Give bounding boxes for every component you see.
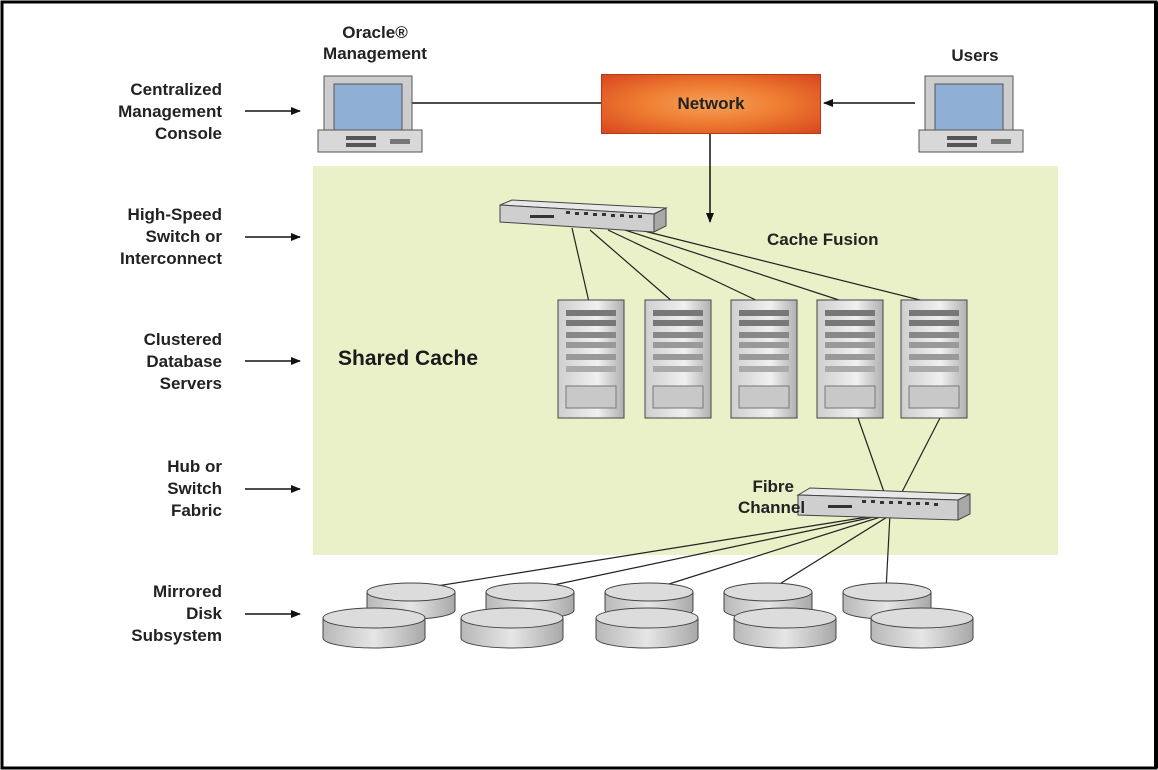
disk-front-2-icon xyxy=(460,607,564,649)
disk-front-3-icon xyxy=(595,607,699,649)
cache-fusion-label: Cache Fusion xyxy=(767,230,879,249)
database-server-3-icon xyxy=(730,299,798,419)
fibre-channel-switch-icon xyxy=(796,487,971,521)
fibre-channel-label: Fibre Channel xyxy=(738,477,806,517)
database-server-4-icon xyxy=(816,299,884,419)
database-server-1-icon xyxy=(557,299,625,419)
users-computer-icon xyxy=(918,75,1024,153)
side-label-interconnect: High-Speed Switch or Interconnect xyxy=(119,205,222,268)
database-server-2-icon xyxy=(644,299,712,419)
network-box: Network xyxy=(601,74,821,134)
users-label: Users xyxy=(951,46,999,65)
disk-front-4-icon xyxy=(733,607,837,649)
interconnect-links xyxy=(571,227,929,303)
side-label-disks: Mirrored Disk Subsystem xyxy=(131,582,222,645)
side-label-console: Centralized Management Console xyxy=(118,80,222,143)
management-computer-icon xyxy=(317,75,423,153)
side-label-fabric: Hub or Switch Fabric xyxy=(167,457,222,520)
disk-front-1-icon xyxy=(322,607,426,649)
fibre-links xyxy=(857,417,941,493)
disk-front-5-icon xyxy=(870,607,974,649)
database-server-5-icon xyxy=(900,299,968,419)
shared-cache-label: Shared Cache xyxy=(338,347,479,370)
disk-links xyxy=(411,513,893,591)
oracle-management-label: Oracle® Management xyxy=(323,23,427,63)
side-label-servers: Clustered Database Servers xyxy=(143,330,222,393)
high-speed-switch-icon xyxy=(499,199,668,233)
network-label: Network xyxy=(677,94,745,113)
